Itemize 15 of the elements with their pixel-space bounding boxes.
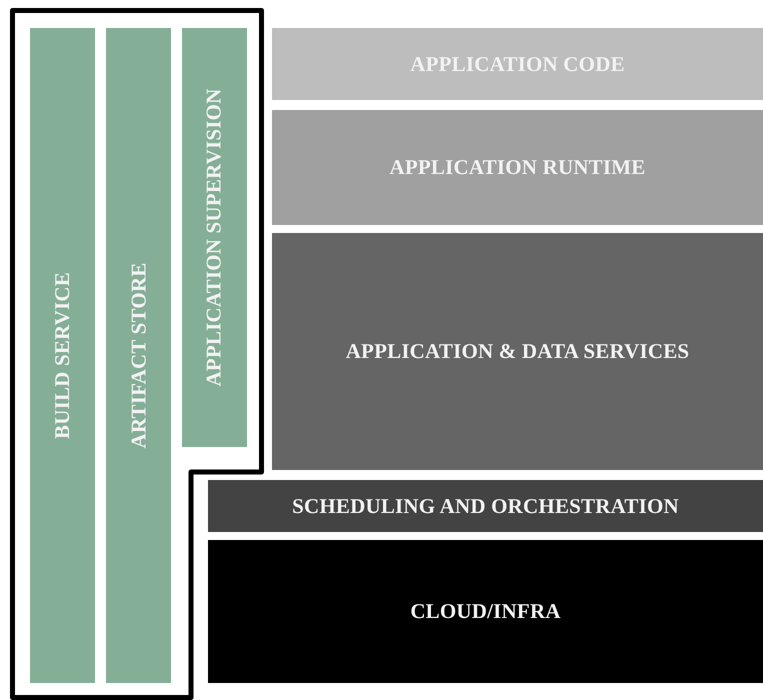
layer-label: APPLICATION SUPERVISION	[202, 88, 227, 387]
layer-box	[208, 540, 763, 683]
layer-label: ARTIFACT STORE	[126, 262, 151, 448]
layer-label: BUILD SERVICE	[50, 272, 75, 439]
layer-label: CLOUD/INFRA	[410, 599, 561, 624]
vertical-bar	[182, 28, 247, 447]
vertical-bar	[106, 28, 171, 683]
layer-box	[272, 110, 763, 225]
layer-box	[208, 480, 763, 532]
layer-box	[272, 233, 763, 470]
vertical-bar	[30, 28, 95, 683]
layer-label: APPLICATION RUNTIME	[389, 155, 646, 180]
layer-label: SCHEDULING AND ORCHESTRATION	[292, 494, 679, 518]
layer-label: APPLICATION & DATA SERVICES	[346, 339, 690, 364]
layer-box	[272, 28, 763, 100]
